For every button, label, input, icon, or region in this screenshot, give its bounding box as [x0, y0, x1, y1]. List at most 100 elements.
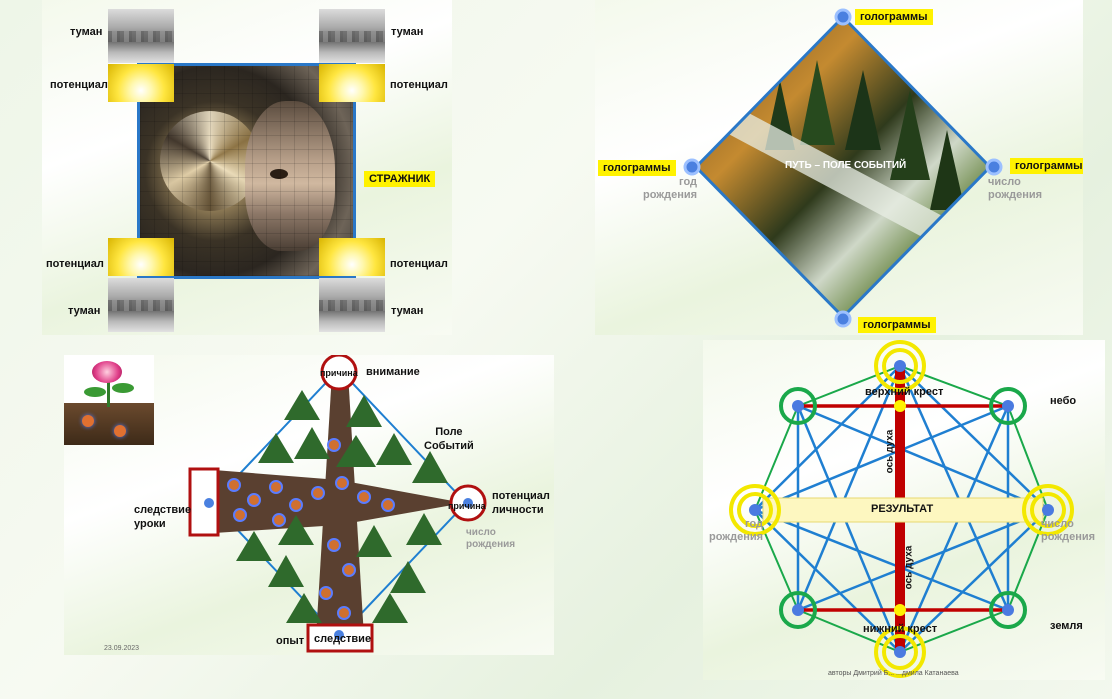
- flower-petals: [92, 361, 122, 383]
- tree-2: [800, 60, 835, 145]
- blue-nodes: [749, 360, 1054, 658]
- sun-image-top-left: [108, 64, 174, 102]
- result-bar: [762, 497, 1044, 523]
- fog-image-bottom-right: [319, 278, 385, 332]
- eye-shape: [270, 169, 288, 179]
- sun-image-bottom-right: [319, 238, 385, 276]
- birth-day-word-2: рождения: [988, 189, 1043, 201]
- river: [706, 97, 985, 264]
- panel-tree: причина внимание Поле Событий причина по…: [64, 355, 554, 655]
- label-potential-bottom-left: потенциал: [46, 258, 104, 270]
- event-field-word-2: Событий: [424, 440, 474, 452]
- yellow-circles: [729, 340, 1074, 678]
- cause-circle-top: [320, 355, 358, 391]
- event-field-label: Поле Событий: [424, 425, 474, 453]
- label-fog-top-left: туман: [70, 26, 103, 38]
- tree-crowns: [236, 390, 448, 623]
- node-bottom: [834, 310, 852, 328]
- sky-label: небо: [1050, 395, 1077, 407]
- fog-image-top-left: [108, 9, 174, 63]
- green-circles: [779, 387, 1027, 629]
- node-right: [985, 158, 1003, 176]
- label-fog-bottom-right: туман: [391, 305, 424, 317]
- leaf-left: [84, 387, 106, 397]
- node-left-blue: [204, 498, 214, 508]
- cause-right-label: причина: [448, 501, 486, 511]
- label-fog-top-right: туман: [391, 26, 424, 38]
- upper-cross-label: верхний крест: [865, 386, 944, 398]
- holo-right-label: голограммы: [1010, 158, 1083, 174]
- birth-day-crosses-word-2: рождения: [1041, 531, 1096, 543]
- experience-label: опыт: [276, 635, 305, 647]
- panel-guardian: туман потенциал потенциал туман туман по…: [42, 0, 452, 335]
- guardian-badge: СТРАЖНИК: [364, 171, 436, 187]
- tree-svg: [188, 355, 487, 653]
- holo-top-label: голограммы: [855, 9, 933, 25]
- birth-year-word-1: год: [679, 176, 698, 188]
- node-top: [834, 8, 852, 26]
- flower-image: [64, 355, 154, 445]
- cause-dots: [227, 438, 395, 620]
- tree-4: [890, 90, 930, 180]
- sun-image-top-right: [319, 64, 385, 102]
- fog-image-bottom-left: [108, 278, 174, 332]
- label-potential-top-left: потенциал: [50, 79, 108, 91]
- birth-day-tree-word-1: число: [466, 527, 496, 538]
- birth-day-label-crosses: число рождения: [1041, 518, 1095, 544]
- face-shape: [245, 101, 335, 251]
- label-potential-top-right: потенциал: [390, 79, 448, 91]
- birth-day-label: число рождения: [988, 176, 1042, 202]
- leaf-right: [112, 383, 134, 393]
- label-potential-bottom-right: потенциал: [390, 258, 448, 270]
- cause-top-label: причина: [320, 368, 358, 378]
- birth-day-tree-word-2: рождения: [466, 539, 516, 550]
- result-label: РЕЗУЛЬТАТ: [871, 503, 934, 515]
- diamond-svg: [683, 8, 1003, 328]
- tree-5: [930, 130, 965, 210]
- consequence-lessons-word-2: уроки: [134, 518, 166, 530]
- path-field-title: ПУТЬ – ПОЛЕ СОБЫТИЙ: [785, 160, 907, 171]
- blue-lines: [754, 365, 1049, 653]
- date-stamp: 23.09.2023: [104, 645, 140, 652]
- earth-label: земля: [1050, 620, 1083, 632]
- personal-potential-word-2: личности: [492, 504, 544, 516]
- panel-path-field: голограммы голограммы голограммы гологра…: [595, 0, 1083, 335]
- consequence-lessons-label: следствие уроки: [134, 503, 191, 531]
- birth-year-crosses-word-1: год: [745, 518, 764, 530]
- stem: [107, 375, 110, 407]
- attention-label: внимание: [366, 366, 420, 378]
- birth-day-crosses-word-1: число: [1041, 518, 1074, 530]
- spirit-axis-label-top: ось духа: [884, 429, 896, 474]
- swirl-shape: [160, 111, 260, 211]
- root-dot-2: [114, 425, 126, 437]
- event-field-word-1: Поле: [435, 426, 463, 438]
- sun-image-bottom-left: [108, 238, 174, 276]
- fog-image-top-right: [319, 9, 385, 63]
- holo-left-label: голограммы: [598, 160, 676, 176]
- consequence-lessons-word-1: следствие: [134, 504, 192, 516]
- birth-day-word-1: число: [988, 176, 1021, 188]
- node-left: [683, 158, 701, 176]
- root-dot-1: [82, 415, 94, 427]
- yellow-dot-upper: [894, 400, 906, 412]
- lower-cross-label: нижний крест: [863, 623, 938, 635]
- label-fog-bottom-left: туман: [68, 305, 101, 317]
- consequence-bottom-label: следствие: [314, 633, 372, 645]
- personal-potential-word-1: потенциал: [492, 490, 550, 502]
- holo-bottom-label: голограммы: [858, 317, 936, 333]
- puzzle-texture: [140, 66, 353, 276]
- birth-day-label-tree: число рождения: [466, 527, 515, 551]
- soil: [64, 403, 154, 445]
- birth-year-label-crosses: год рождения: [709, 518, 763, 544]
- birth-year-word-2: рождения: [643, 189, 698, 201]
- crosses-svg: [729, 340, 1074, 678]
- birth-year-crosses-word-2: рождения: [709, 531, 764, 543]
- yellow-dot-lower: [894, 604, 906, 616]
- spirit-axis-label-bottom: ось духа: [903, 545, 915, 590]
- birth-year-label: год рождения: [643, 176, 697, 202]
- tree-3: [845, 70, 881, 150]
- node-right-blue: [463, 498, 473, 508]
- personal-potential-label: потенциал личности: [492, 489, 550, 517]
- authors-credit: авторы Дмитрий Б... ...дмила Катанаева: [828, 670, 959, 677]
- panel-crosses: верхний крест нижний крест небо земля РЕ…: [703, 340, 1105, 680]
